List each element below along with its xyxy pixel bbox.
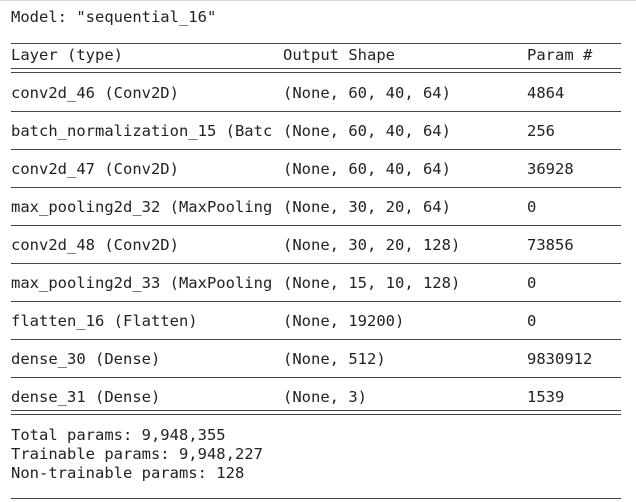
layer-name: flatten_16 (Flatten) [11,312,198,330]
table-row: dense_30 (Dense) (None, 512) 9830912 [11,350,621,368]
table-row: max_pooling2d_32 (MaxPooling (None, 30, 2… [11,198,621,216]
row-separator [11,111,621,112]
table-row: max_pooling2d_33 (MaxPooling (None, 15, 1… [11,274,621,292]
layer-name: conv2d_47 (Conv2D) [11,160,179,178]
layer-name: dense_31 (Dense) [11,388,161,406]
row-separator [11,225,621,226]
layer-name: batch_normalization_15 (Batc [11,122,273,140]
param-count: 36928 [527,160,574,178]
output-shape: (None, 15, 10, 128) [283,274,461,292]
output-shape: (None, 30, 20, 64) [283,198,451,216]
param-count: 73856 [527,236,574,254]
row-separator [11,301,621,302]
total-params: Total params: 9,948,355 [11,426,226,444]
layer-name: max_pooling2d_32 (MaxPooling [11,198,273,216]
header-double-rule [11,68,621,73]
param-count: 1539 [527,388,565,406]
table-row: dense_31 (Dense) (None, 3) 1539 [11,388,621,406]
table-row: flatten_16 (Flatten) (None, 19200) 0 [11,312,621,330]
row-separator [11,263,621,264]
layer-name: dense_30 (Dense) [11,350,161,368]
bottom-rule [11,498,621,499]
table-row: conv2d_48 (Conv2D) (None, 30, 20, 128) 738… [11,236,621,254]
top-border [0,0,636,1]
row-separator [11,339,621,340]
model-title: Model: "sequential_16" [11,8,217,26]
table-row: batch_normalization_15 (Batc (None, 60, 4… [11,122,621,140]
param-count: 0 [527,274,537,292]
param-count: 0 [527,312,537,330]
output-shape: (None, 60, 40, 64) [283,160,451,178]
output-shape: (None, 512) [283,350,386,368]
footer-double-rule [11,410,621,415]
output-shape: (None, 60, 40, 64) [283,122,451,140]
output-shape: (None, 3) [283,388,367,406]
layer-name: conv2d_48 (Conv2D) [11,236,179,254]
table-row: conv2d_46 (Conv2D) (None, 60, 40, 64) 4864 [11,84,621,102]
param-count: 4864 [527,84,565,102]
output-shape: (None, 30, 20, 128) [283,236,461,254]
layer-name: max_pooling2d_33 (MaxPooling [11,274,273,292]
trainable-params: Trainable params: 9,948,227 [11,445,263,463]
column-header-param: Param # [527,46,593,64]
row-separator [11,149,621,150]
table-row: conv2d_47 (Conv2D) (None, 60, 40, 64) 3692… [11,160,621,178]
row-separator [11,377,621,378]
output-shape: (None, 60, 40, 64) [283,84,451,102]
column-header-shape: Output Shape [283,46,395,64]
non-trainable-params: Non-trainable params: 128 [11,464,245,482]
layer-name: conv2d_46 (Conv2D) [11,84,179,102]
column-header-row: Layer (type) Output Shape Param # [11,46,621,64]
output-shape: (None, 19200) [283,312,405,330]
column-header-layer: Layer (type) [11,46,123,64]
param-count: 256 [527,122,555,140]
param-count: 9830912 [527,350,593,368]
param-count: 0 [527,198,537,216]
header-rule [11,43,621,44]
row-separator [11,187,621,188]
